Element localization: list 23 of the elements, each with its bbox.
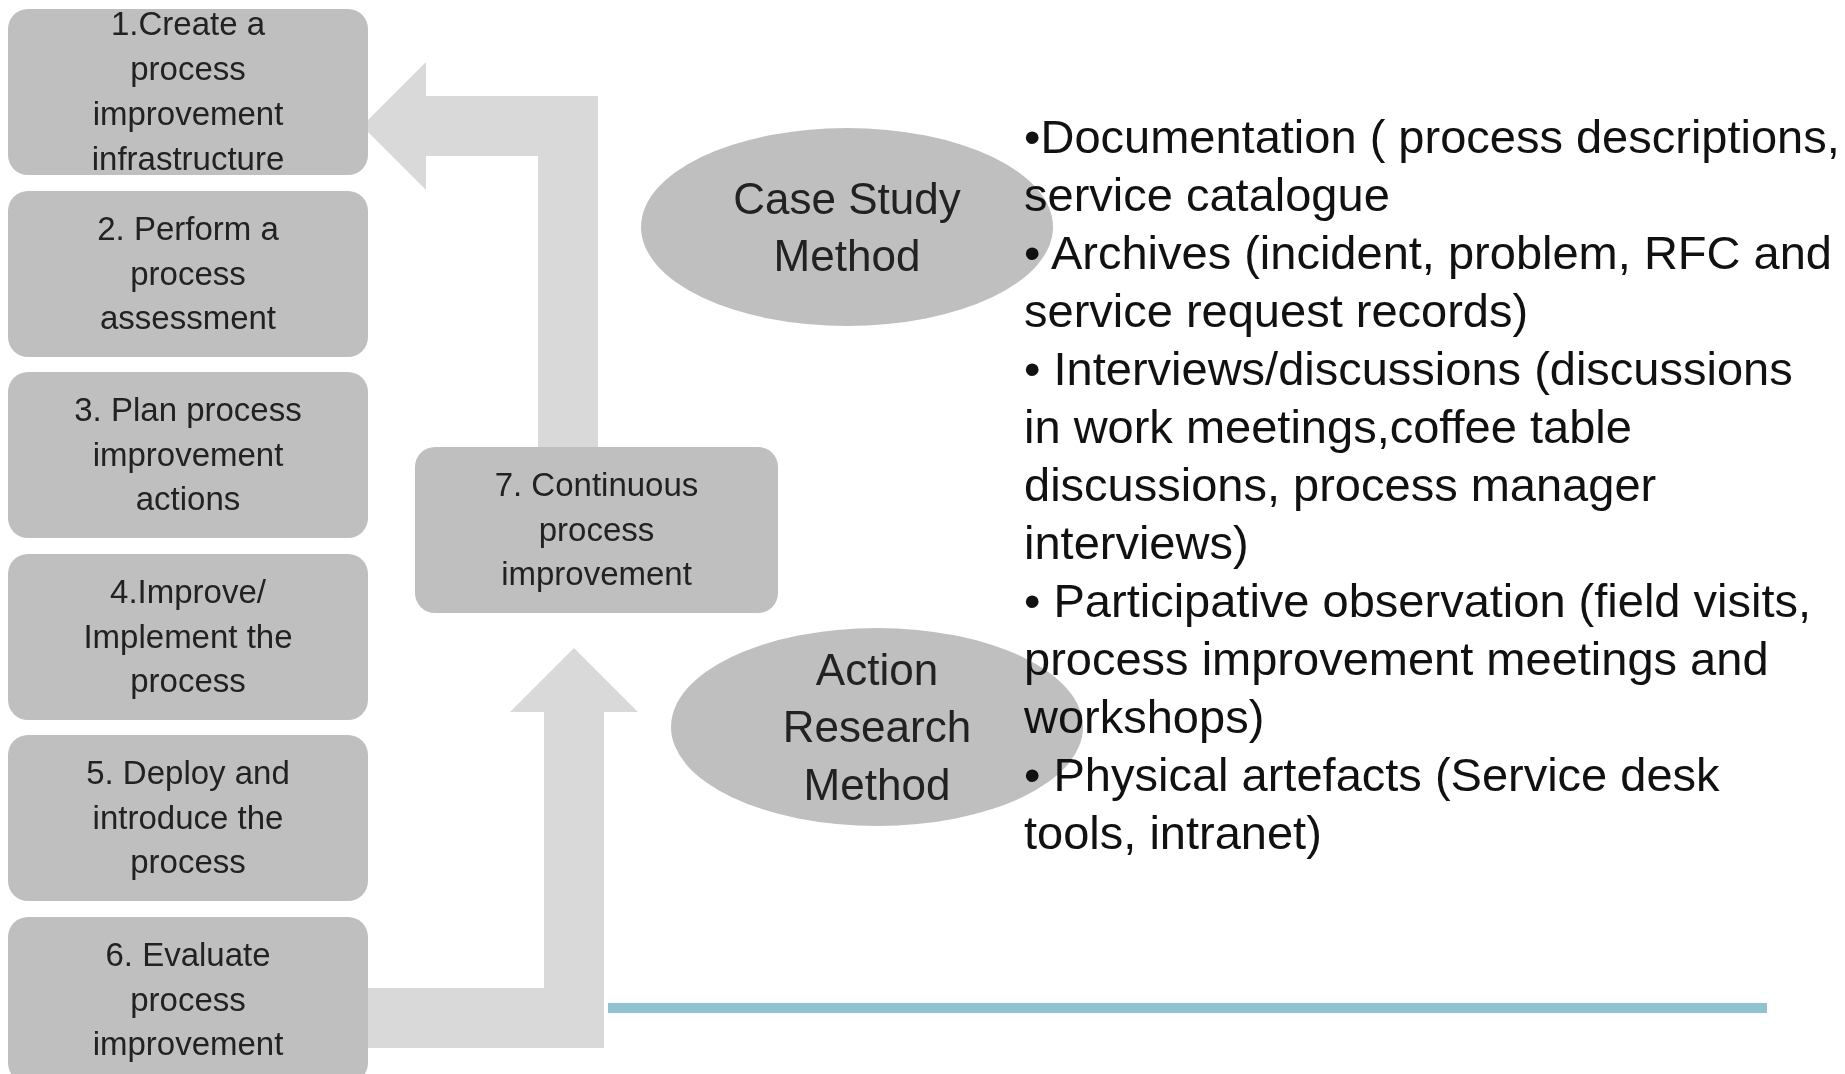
process-box [8, 372, 368, 538]
bullet-text: • Archives (incident, problem, RFC and [1024, 225, 1833, 281]
process-box [8, 9, 368, 175]
block-arrow [368, 648, 638, 1048]
step-label: 4.Improve/ Implement the process [82, 571, 294, 702]
bullet-text: • Interviews/discussions (discussions in work meetings,coffee table discussions, process manager interviews) [1024, 341, 1794, 571]
method-label: Case Study Method [732, 172, 962, 282]
process-box [8, 735, 368, 901]
process-box [8, 917, 368, 1074]
process-box [8, 191, 368, 357]
process-box [415, 447, 778, 613]
process-box [8, 554, 368, 720]
bullet-text: • Participative observation (field visits, process improvement meetings and workshops) [1024, 573, 1813, 745]
step-label: 3. Plan process improvement actions [73, 389, 303, 520]
step-label: 6. Evaluate process improvement [91, 934, 285, 1065]
step-label: 5. Deploy and introduce the process [85, 752, 291, 883]
bullet-text: service request records) [1024, 283, 1530, 339]
step-label: 2. Perform a process assessment [96, 208, 280, 339]
method-label: Action Research Method [781, 644, 973, 811]
bullet-text: • Physical artefacts (Service desk tools, intranet) [1024, 747, 1721, 861]
bullet-text: •Documentation ( process descriptions, service catalogue [1024, 109, 1841, 223]
step-label: 1.Create a process improvement infrastructure [90, 4, 286, 179]
step-label: 7. Continuous process improvement [493, 464, 700, 595]
